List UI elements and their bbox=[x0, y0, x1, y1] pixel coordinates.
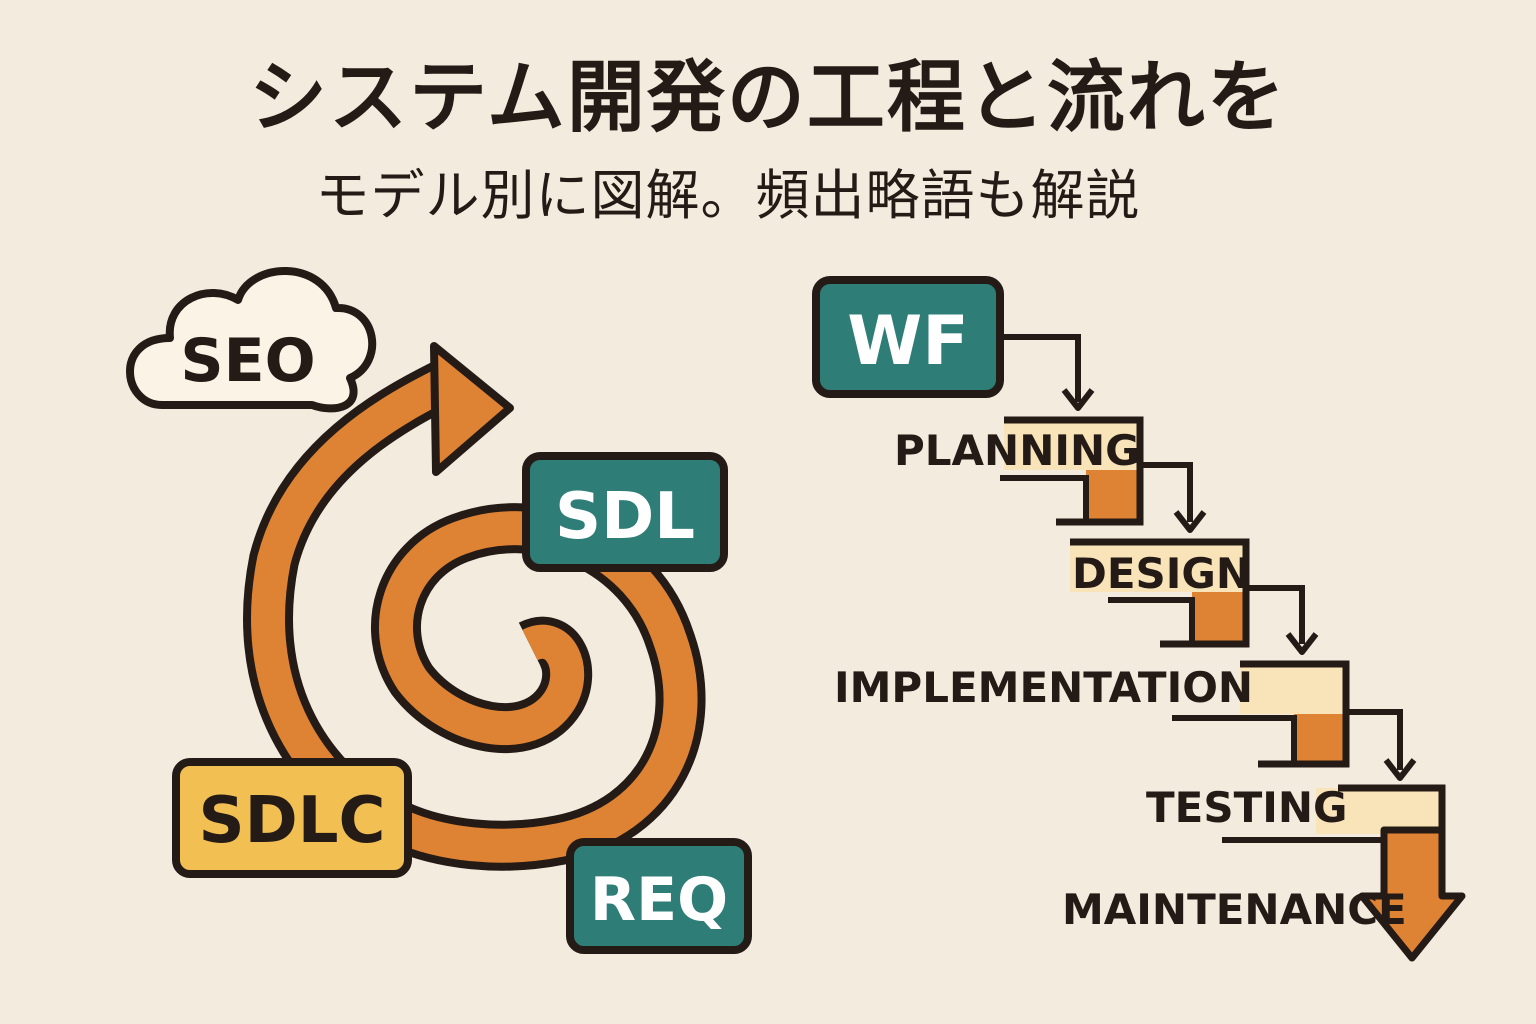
spiral-model: SEO SDL SDLC REQ bbox=[126, 267, 752, 954]
connector-arrow-icon bbox=[1173, 510, 1207, 533]
step-testing-label: TESTING bbox=[1146, 783, 1348, 832]
step-implementation-label: IMPLEMENTATION bbox=[834, 663, 1253, 712]
wf-box: WF bbox=[812, 276, 1004, 398]
step-planning: PLANNING bbox=[894, 416, 1207, 533]
step-block-light bbox=[1316, 788, 1442, 834]
connector-arrow-icon bbox=[1061, 388, 1095, 411]
spiral-fill bbox=[379, 511, 698, 863]
step-block-outline bbox=[1338, 784, 1446, 830]
step-design-label: DESIGN bbox=[1072, 549, 1251, 598]
seo-cloud: SEO bbox=[126, 267, 377, 413]
step-maintenance: MAINTENANCE bbox=[1062, 826, 1466, 962]
step-block-light bbox=[1004, 420, 1140, 470]
sdlc-label: SDLC bbox=[199, 784, 386, 858]
step-block-light bbox=[1240, 664, 1346, 714]
connector-arrow-icon bbox=[1285, 632, 1319, 655]
sdl-box: SDL bbox=[522, 452, 728, 572]
step-planning-label: PLANNING bbox=[894, 426, 1140, 475]
req-box-shape bbox=[566, 838, 752, 954]
req-box: REQ bbox=[566, 838, 752, 954]
step-block-orange bbox=[1294, 714, 1346, 764]
connector-arrow-icon bbox=[1383, 758, 1417, 781]
connector-line bbox=[1346, 709, 1403, 770]
page-subtitle: モデル別に図解。頻出略語も解説 bbox=[315, 164, 1141, 227]
sdl-label: SDL bbox=[555, 480, 695, 554]
sdlc-box: SDLC bbox=[172, 758, 412, 878]
step-block-inner-line bbox=[1108, 597, 1195, 644]
step-block-light bbox=[1070, 542, 1246, 592]
seo-label: SEO bbox=[180, 326, 315, 396]
step-design: DESIGN bbox=[1070, 538, 1319, 655]
req-label: REQ bbox=[590, 865, 728, 935]
step-block-outline bbox=[1070, 538, 1250, 648]
sdlc-box-shape bbox=[172, 758, 412, 878]
page-title: システム開発の工程と流れを bbox=[249, 53, 1287, 143]
arrow-head-icon bbox=[430, 342, 514, 476]
spiral-path bbox=[371, 503, 706, 871]
step-block-outline bbox=[1004, 416, 1144, 526]
step-testing: TESTING bbox=[1146, 783, 1446, 900]
connector-line bbox=[1246, 585, 1305, 644]
step-implementation: IMPLEMENTATION bbox=[834, 660, 1417, 781]
step-block-inner-line bbox=[1172, 715, 1297, 764]
wf-label: WF bbox=[847, 302, 968, 381]
step-block-inner-line bbox=[1000, 475, 1089, 522]
cloud-shape bbox=[126, 267, 377, 413]
connector-line bbox=[1140, 462, 1193, 522]
step-block-orange bbox=[1192, 592, 1246, 644]
sdl-box-shape bbox=[522, 452, 728, 572]
step-block-orange bbox=[1086, 470, 1140, 522]
step-maintenance-label: MAINTENANCE bbox=[1062, 885, 1407, 934]
waterfall-model: WF PLANNING DESIGN bbox=[812, 276, 1466, 962]
connector-arrow-0 bbox=[1000, 334, 1095, 411]
connector-line bbox=[1000, 334, 1081, 402]
final-down-arrow-icon bbox=[1358, 826, 1466, 962]
